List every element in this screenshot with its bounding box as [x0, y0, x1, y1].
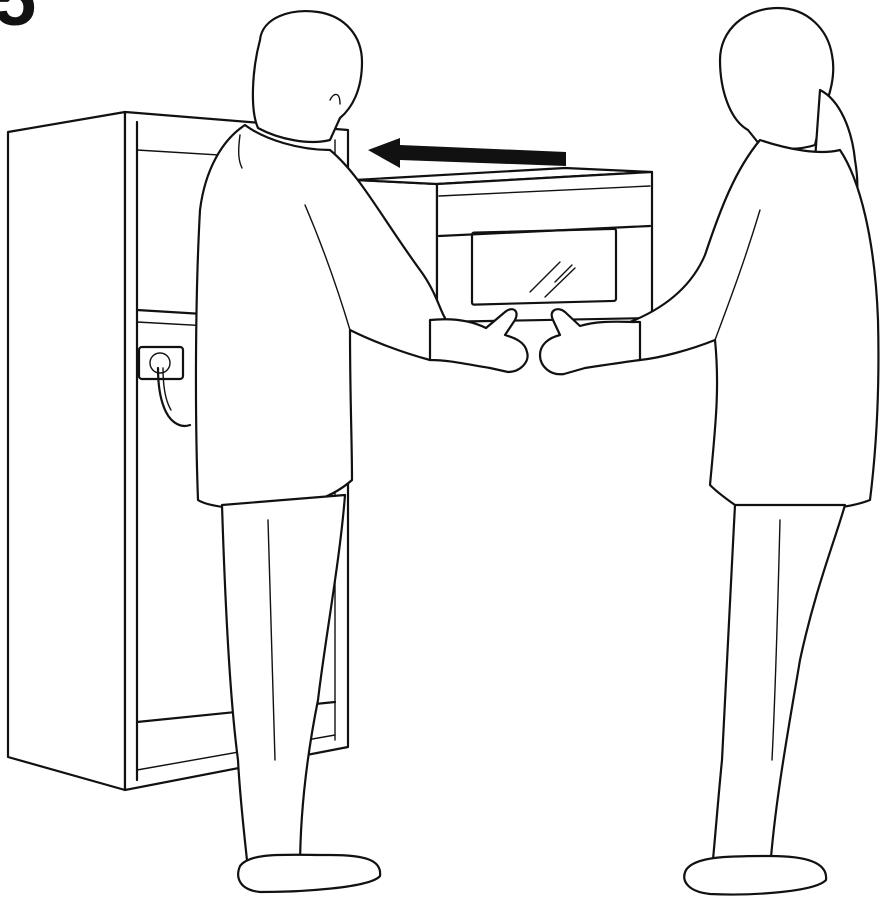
- person-right: [540, 8, 878, 894]
- insertion-arrow: [368, 138, 566, 168]
- person-left: [196, 11, 528, 892]
